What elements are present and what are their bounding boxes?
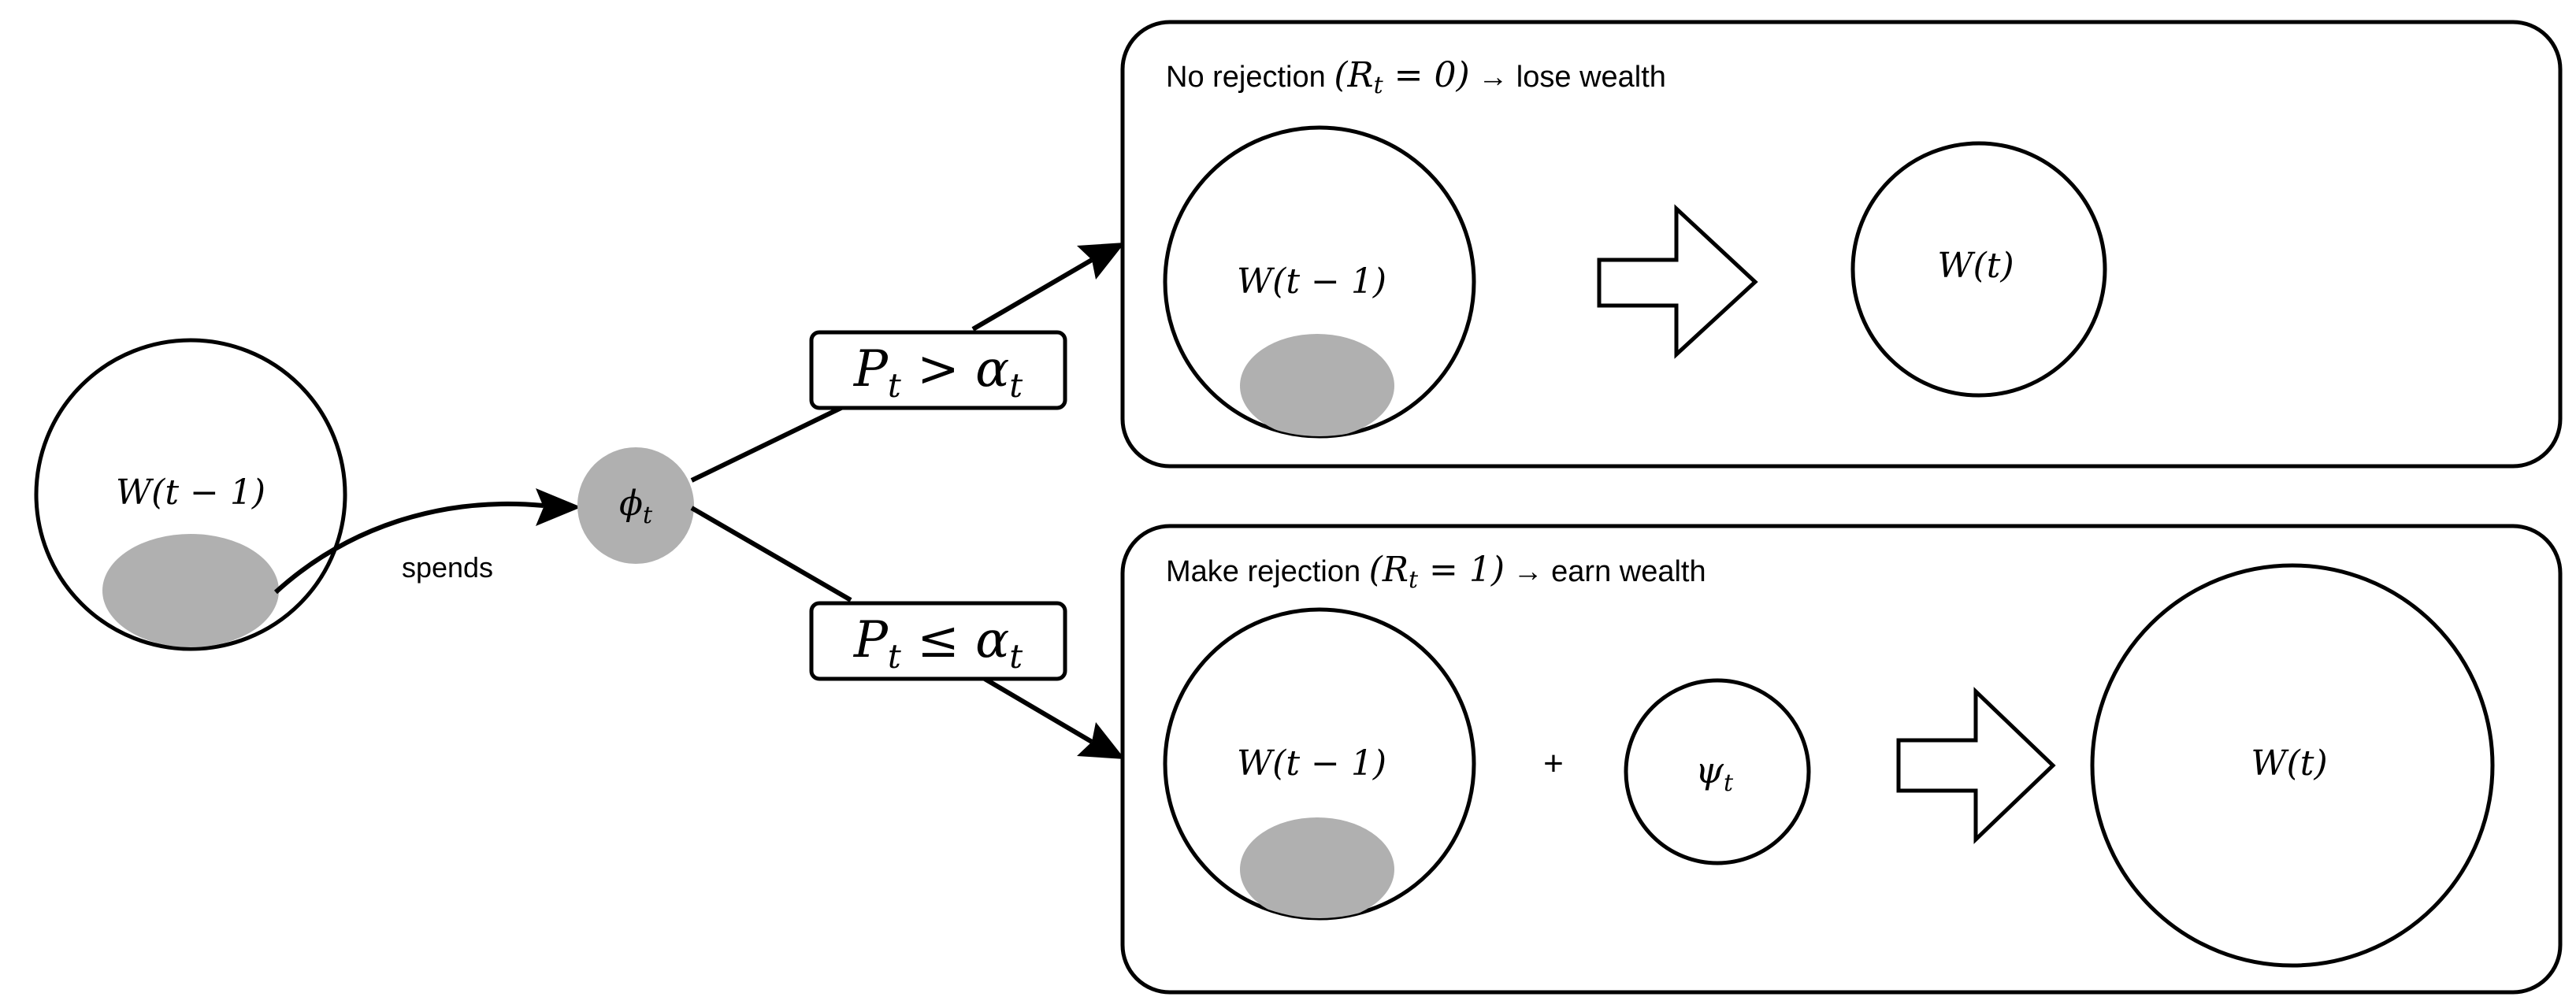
spend-node: ϕt <box>577 447 694 564</box>
next-wealth-label-bottom: W(t) <box>2251 743 2327 784</box>
prev-wealth-node-bottom: W(t − 1) <box>1163 607 1476 921</box>
spent-portion-top <box>1240 334 1394 436</box>
transition-arrow-top <box>1597 204 1758 359</box>
cond-lower-op: ≤ <box>901 611 975 669</box>
panel-rejection: Make rejection (Rt = 1) → earn wealth W(… <box>1120 524 2563 995</box>
cond-upper-p: P <box>853 340 889 398</box>
panel-no-rejection-title: No rejection (Rt = 0) → lose wealth <box>1166 55 1666 99</box>
next-wealth-node-top: W(t) <box>1850 141 2107 398</box>
cond-upper-sub1: t <box>888 366 901 405</box>
spent-portion-bottom <box>1240 817 1394 918</box>
psi-symbol: ψ <box>1695 749 1724 791</box>
spends-label: spends <box>402 551 493 584</box>
svg-text:Pt > αt: Pt > αt <box>853 340 1023 405</box>
cond-upper-alpha: α <box>975 340 1009 398</box>
source-wealth-label: W(t − 1) <box>116 472 265 513</box>
cond-upper-op: > <box>901 340 975 398</box>
branch-lower <box>690 506 1125 759</box>
spends-arrow <box>273 488 581 595</box>
condition-lower: Pt ≤ αt <box>809 601 1067 681</box>
branch-upper <box>690 243 1125 483</box>
condition-upper: Pt > αt <box>809 330 1067 410</box>
cond-lower-sub1: t <box>888 637 901 676</box>
psi-subscript: t <box>1724 769 1734 797</box>
plus-sign: + <box>1543 744 1564 783</box>
cond-upper-sub2: t <box>1009 366 1023 405</box>
svg-text:ϕt: ϕt <box>619 484 653 529</box>
svg-text:ψt: ψt <box>1695 749 1734 797</box>
next-wealth-label-top: W(t) <box>1937 246 2014 286</box>
cond-lower-p: P <box>853 611 889 669</box>
prev-wealth-node-top: W(t − 1) <box>1163 125 1476 439</box>
source-wealth-node: W(t − 1) <box>34 338 347 651</box>
panel-rejection-title: Make rejection (Rt = 1) → earn wealth <box>1166 550 1706 594</box>
cond-lower-alpha: α <box>975 611 1009 669</box>
spent-portion <box>102 534 279 647</box>
phi-subscript: t <box>643 502 653 529</box>
prev-wealth-label-top: W(t − 1) <box>1237 261 1386 302</box>
svg-text:Pt ≤ αt: Pt ≤ αt <box>853 611 1023 676</box>
next-wealth-node-bottom: W(t) <box>2090 563 2495 968</box>
phi-symbol: ϕ <box>619 484 643 524</box>
panel-no-rejection: No rejection (Rt = 0) → lose wealth W(t … <box>1120 20 2563 469</box>
cond-lower-sub2: t <box>1009 637 1023 676</box>
transition-arrow-bottom <box>1896 687 2056 844</box>
earned-wealth-node: ψt <box>1624 678 1811 865</box>
prev-wealth-label-bottom: W(t − 1) <box>1237 743 1386 784</box>
